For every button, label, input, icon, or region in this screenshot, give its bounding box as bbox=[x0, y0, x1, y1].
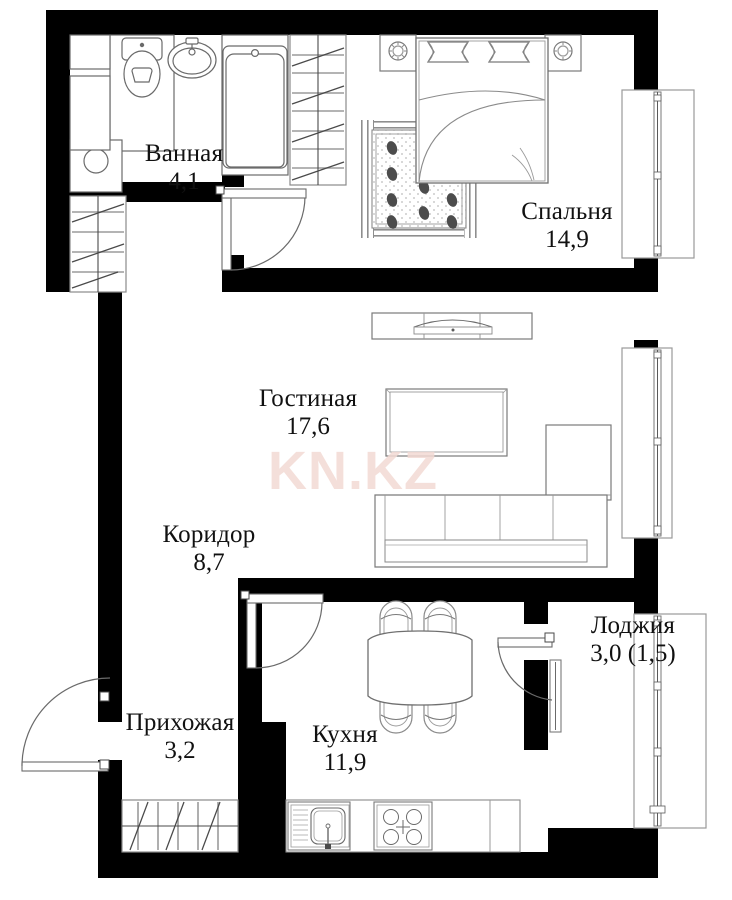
cooktop bbox=[373, 801, 433, 851]
balcony-glazing-bedroom bbox=[621, 89, 695, 259]
bathtub-icon bbox=[221, 34, 289, 176]
toilet-icon bbox=[121, 37, 163, 98]
washbasin-icon bbox=[167, 37, 217, 79]
entry-door bbox=[21, 677, 111, 772]
nightstand-right bbox=[544, 34, 582, 72]
kitchen-sink bbox=[287, 801, 351, 851]
balcony-glazing-living bbox=[621, 347, 673, 539]
doors bbox=[21, 185, 555, 772]
kitchen-door bbox=[240, 590, 324, 669]
bathroom-fixtures bbox=[69, 34, 289, 193]
wardrobe-bedroom bbox=[289, 34, 347, 186]
nightstand-left bbox=[379, 34, 417, 72]
balcony-glazing-loggia bbox=[633, 613, 707, 829]
bedroom-furniture bbox=[360, 34, 582, 238]
sofa bbox=[374, 494, 608, 568]
loggia-door bbox=[497, 632, 555, 701]
wardrobe-hall bbox=[121, 799, 239, 853]
coffee-table bbox=[385, 388, 508, 457]
bathroom-door bbox=[215, 185, 307, 271]
double-bed bbox=[415, 37, 549, 184]
dining-chairs bbox=[379, 600, 457, 734]
wardrobe-corridor bbox=[69, 195, 127, 293]
tv-stand bbox=[371, 312, 533, 340]
balcony-glazing bbox=[549, 89, 707, 829]
armchair bbox=[545, 424, 612, 501]
livingroom-furniture bbox=[371, 312, 612, 568]
kitchen-furniture bbox=[285, 600, 521, 853]
loggia-inner-glazing bbox=[549, 659, 562, 733]
wardrobes bbox=[69, 34, 347, 853]
dining-table bbox=[367, 630, 473, 706]
